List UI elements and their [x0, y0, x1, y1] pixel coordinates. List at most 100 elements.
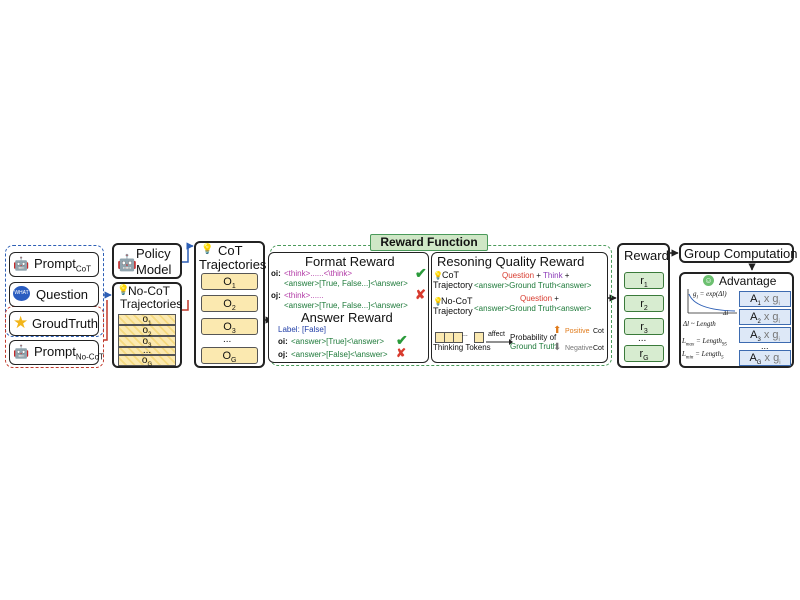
cot-formula: Question + Think +: [502, 271, 570, 280]
list-item: O1: [201, 273, 258, 290]
list-item: AG x gi: [739, 350, 791, 366]
nocot-formula: Question +: [520, 294, 559, 303]
cot-traj-label2: Trajectory: [433, 280, 473, 290]
ground-truth-box: ★ GroudTruth: [9, 311, 99, 336]
format-oj-think: <think>......: [284, 291, 324, 300]
answer-oj-text: <answer>[False]<\answer>: [291, 350, 388, 359]
format-oj-answer: <answer>[True, False...]<\answer>: [284, 301, 408, 310]
reasoning-quality-box: Resoning Quality Reward 💡 CoT Trajectory…: [431, 252, 608, 363]
lightbulb-icon: 💡: [201, 244, 214, 255]
robot-icon: 🤖: [13, 256, 30, 271]
reasoning-title: Resoning Quality Reward: [437, 254, 585, 269]
robot-icon: 🤖: [13, 344, 30, 359]
list-item: OG: [201, 347, 258, 364]
cross-icon: ✘: [396, 346, 407, 360]
list-item: o3: [118, 336, 176, 349]
question-label: Question: [36, 287, 89, 302]
prob-label1: Probability of: [510, 333, 557, 342]
exp-curve-plot: [687, 289, 737, 314]
group-title: Group Computation: [684, 246, 798, 261]
delta-l-axis: Δl: [723, 311, 729, 317]
lightbulb-icon: 💡: [433, 297, 443, 306]
nocot-traj-label2: Trajectory: [433, 306, 473, 316]
reward-function-title: Reward Function: [370, 234, 488, 251]
affect-label: affect: [488, 331, 505, 338]
star-icon: ★: [13, 313, 29, 332]
lightbulb-icon: 💡: [117, 285, 130, 296]
list-item: rG: [624, 345, 664, 362]
list-item: A1 x gi: [739, 291, 791, 307]
cot-traj-label1: CoT: [442, 270, 460, 280]
nocot-gt: <answer>Ground Truth<answer>: [474, 304, 592, 313]
token-block: [474, 332, 484, 343]
list-item: r1: [624, 272, 664, 289]
cot-trajectories-box: 💡 CoT Trajectories O1 O2 O3 ... OG: [194, 241, 267, 368]
format-oi-think: <think>......<\think>: [284, 269, 353, 278]
cot-title2: Trajectories: [199, 257, 267, 272]
check-icon: ✔: [396, 332, 408, 348]
ellipsis: ...: [761, 341, 769, 351]
reward-title: Reward: [624, 248, 669, 263]
formula-g: gl = exp(Δl): [693, 290, 727, 301]
arrow-policy-to-cot: [182, 242, 194, 263]
answer-oi-label: oi:: [278, 337, 288, 346]
list-item: r2: [624, 295, 664, 312]
answer-oj-label: oj:: [278, 350, 288, 359]
token-block: [453, 332, 463, 343]
lightbulb-icon: 💡: [433, 271, 443, 280]
prompt-cot-label: PromptCoT: [34, 256, 92, 274]
what-bubble-icon: WHAT: [13, 286, 30, 301]
format-reward-title: Format Reward: [305, 254, 395, 269]
list-item: O3: [201, 318, 258, 335]
question-box: WHAT Question: [9, 282, 99, 307]
prompt-nocot-box: 🤖 PromptNo-CoT: [9, 340, 104, 365]
answer-label: Label: [False]: [278, 325, 327, 334]
format-oj-label: oj:: [271, 291, 281, 300]
prompt-nocot-label: PromptNo-CoT: [34, 344, 104, 362]
ground-truth-label: GroudTruth: [32, 316, 98, 331]
ellipsis: ...: [638, 333, 647, 344]
positive-cot-label: Cot: [593, 328, 604, 335]
nocot-traj-label1: No-CoT: [441, 296, 473, 306]
format-answer-box: Format Reward oi: <think>......<\think> …: [268, 252, 429, 363]
list-item: o1: [118, 314, 176, 327]
advantage-title: Advantage: [719, 274, 777, 288]
policy-model-box: 🤖 Policy Model: [112, 243, 182, 279]
arrow-nocot-to-policy: [104, 300, 108, 341]
arrow-up-icon: ⬆: [553, 325, 562, 336]
reward-box: Reward r1 r2 r3 ... rG: [617, 243, 670, 368]
list-item: O2: [201, 295, 258, 312]
lmin-formula: Lmin = Length5: [682, 350, 724, 361]
format-oi-answer: <answer>[True, False...]<\answer>: [284, 279, 408, 288]
nocot-title2: Trajectories: [120, 297, 183, 311]
format-oi-label: oi:: [271, 269, 281, 278]
negative-label: Negative: [565, 345, 593, 352]
list-item: r3: [624, 318, 664, 335]
prompt-cot-box: 🤖 PromptCoT: [9, 252, 99, 277]
group-computation-box: Group Computation: [679, 243, 798, 263]
prob-label2: Ground Truth: [510, 342, 558, 351]
nocot-title1: No-CoT: [128, 284, 171, 298]
thinking-tokens-label: Thinking Tokens: [433, 343, 491, 352]
list-item: A3 x gi: [739, 327, 791, 343]
policy-line1: Policy: [136, 246, 171, 261]
cot-title1: CoT: [218, 243, 243, 258]
cross-icon: ✘: [415, 287, 426, 302]
arrow-down-icon: ⬇: [553, 342, 562, 353]
token-dots: ...: [462, 331, 468, 338]
answer-oi-text: <answer>[True]<\answer>: [291, 337, 385, 346]
smiley-icon: ☺: [703, 275, 714, 286]
affect-arrow: [486, 339, 513, 345]
lmax-formula: Lmax = Length95: [682, 337, 727, 348]
advantage-box: ☺ Advantage gl = exp(Δl) Δl Δl ~ Length …: [679, 272, 794, 368]
list-item: A2 x gi: [739, 309, 791, 325]
robot-icon: 🤖: [117, 255, 137, 272]
list-item: o2: [118, 325, 176, 338]
negative-cot-label: Cot: [593, 345, 604, 352]
delta-l-eq: Δl ~ Length: [683, 320, 716, 328]
check-icon: ✔: [415, 265, 427, 281]
answer-reward-title: Answer Reward: [301, 310, 393, 325]
arrow-nocot-traj-to-cot: [182, 300, 189, 311]
ellipsis: ...: [223, 334, 232, 345]
nocot-trajectories-box: 💡 No-CoT Trajectories o1 o2 o3 ... oG: [112, 282, 182, 368]
